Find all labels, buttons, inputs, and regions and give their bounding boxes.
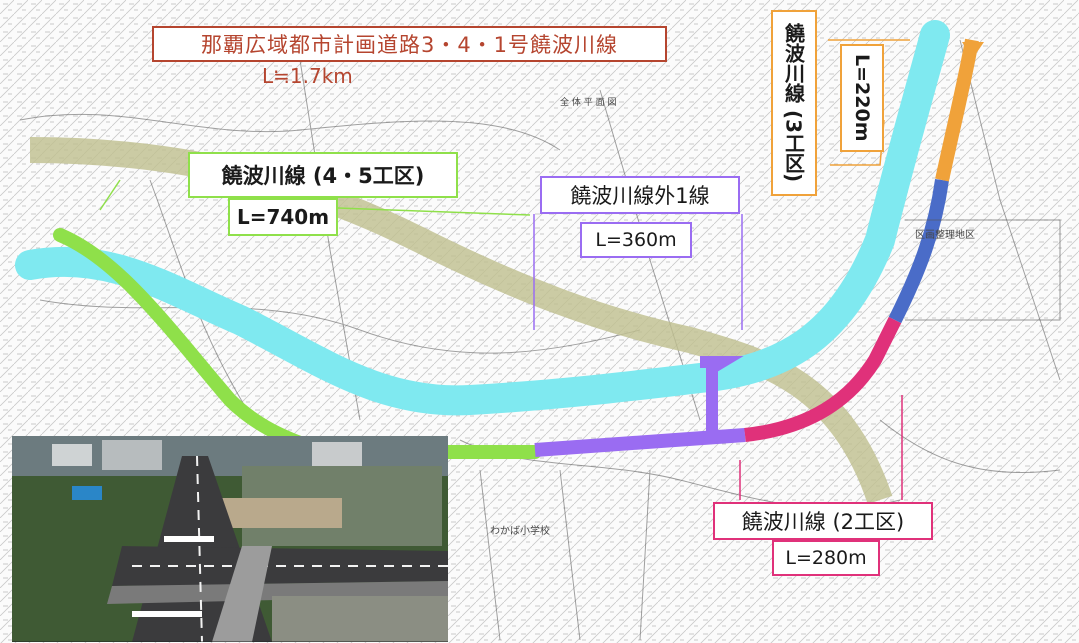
land-readjustment-outline — [905, 219, 1061, 321]
total-length: L≒1.7km — [262, 64, 353, 88]
route-section-3-tip — [962, 42, 984, 58]
school-label: わかば小学校 — [490, 526, 550, 537]
route-section-2 — [744, 316, 902, 442]
land-readjustment-label: 区画整理地区 — [915, 230, 975, 241]
section-4-5-length: L=740m — [228, 198, 338, 236]
section-2-length: L=280m — [772, 540, 880, 576]
aerial-photo-inset — [12, 436, 448, 642]
section-2-label: 饒波川線 (2工区) — [713, 502, 933, 540]
overview-label: 全 体 平 面 図 — [560, 98, 617, 108]
sotohen-label: 饒波川線外1線 — [540, 176, 740, 214]
aerial-photo-icon — [12, 436, 448, 642]
section-3-length: L=220m — [840, 44, 884, 152]
river — [15, 20, 950, 416]
route-sotohen-branch — [700, 356, 744, 432]
route-sotohen-1 — [534, 428, 746, 457]
route-section-3-blue — [888, 179, 949, 324]
sotohen-length: L=360m — [580, 222, 692, 258]
leader-lines — [99, 39, 910, 500]
route-section-3-orange — [935, 38, 979, 182]
section-4-5-label: 饒波川線 (4・5工区) — [188, 152, 458, 198]
section-3-label: 饒波川線 (3工区) — [771, 10, 817, 196]
route-title: 那覇広域都市計画道路3・4・1号饒波川線 — [152, 26, 667, 62]
